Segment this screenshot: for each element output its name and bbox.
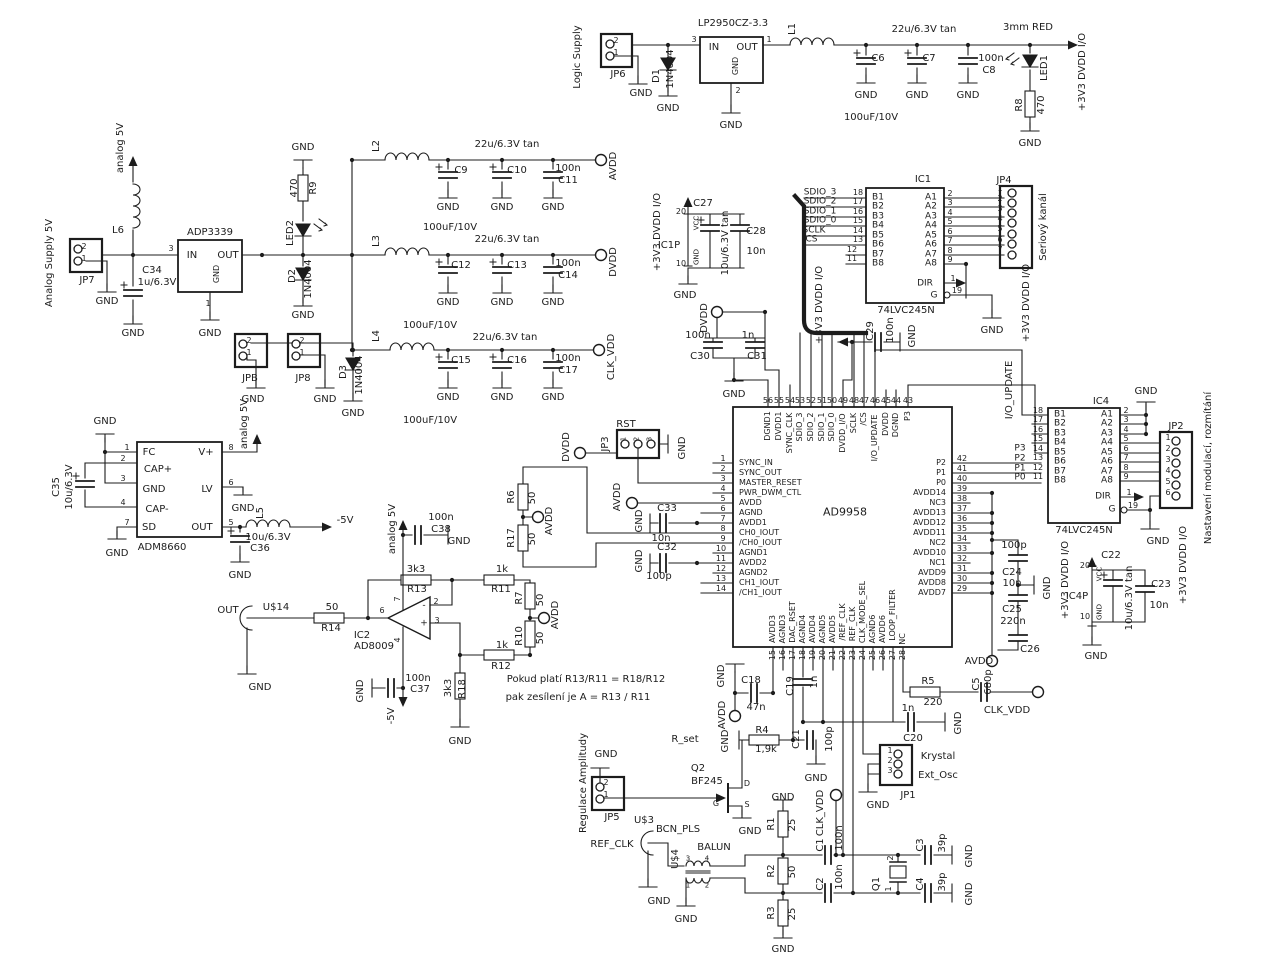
cap-c21 — [806, 730, 814, 750]
ic-adp3339 — [177, 239, 243, 293]
cap-c4 — [924, 883, 932, 903]
connector-jp2 — [1158, 430, 1194, 510]
cap-c25 — [1008, 594, 1028, 602]
opamp-section — [237, 519, 551, 728]
crystal-q1 — [889, 865, 907, 879]
cap-c20 — [907, 712, 915, 732]
ic-74lvc245n-ic1 — [865, 187, 945, 304]
terminal-dvdd — [573, 446, 587, 460]
diode-d3 — [344, 357, 362, 371]
ic-lp2950 — [699, 36, 764, 84]
resistor-r7 — [524, 582, 536, 610]
connector-jp1 — [878, 743, 914, 787]
resistor-r2 — [777, 857, 789, 885]
cap-c38 — [414, 525, 422, 545]
resistor-r8 — [1024, 90, 1036, 118]
analog-supply-section — [68, 152, 608, 402]
led1-icon — [1021, 54, 1039, 68]
terminal-clk-vdd — [592, 343, 606, 357]
resistor-r18 — [454, 672, 466, 700]
led2-icon — [294, 223, 312, 237]
cap-c1 — [824, 845, 832, 865]
cap-c31 — [745, 341, 765, 349]
resistor-r4 — [748, 734, 780, 746]
cap-c23 — [1135, 585, 1155, 593]
connector-jp8 — [286, 332, 322, 369]
cap-c19 — [793, 678, 813, 686]
bnc-refclk-u3 — [640, 830, 656, 856]
ic-ad9958 — [732, 406, 953, 648]
ic-74lvc245n-ic4 — [1047, 407, 1121, 524]
cap-c22 — [1103, 579, 1123, 587]
resistor-r11 — [483, 574, 515, 586]
balun-u4 — [685, 860, 711, 884]
terminal-avdd — [625, 496, 639, 510]
adm8660-section — [72, 433, 333, 563]
terminal-avdd — [985, 654, 999, 668]
connector-jp5 — [590, 775, 626, 812]
resistor-r14 — [313, 612, 345, 624]
opamp-ic2 — [386, 595, 431, 641]
resistor-r3 — [777, 899, 789, 927]
connector-jp7 — [68, 237, 104, 274]
ic-adm8660 — [136, 441, 223, 538]
cap-c5 — [980, 682, 988, 702]
terminal-dvdd — [710, 305, 724, 319]
terminal-clk-vdd — [829, 788, 843, 802]
connector-jp3 — [615, 428, 661, 460]
connector-jp4 — [998, 184, 1034, 270]
cap-c32 — [659, 553, 667, 573]
resistor-r5 — [909, 686, 941, 698]
cap-c30 — [703, 341, 723, 349]
inductor-l2 — [384, 152, 430, 161]
serial-bus-thick — [792, 193, 869, 336]
terminal-avdd — [594, 153, 608, 167]
bottom-section — [590, 646, 1045, 939]
ic4-section — [1031, 401, 1194, 646]
connector-jp6 — [599, 32, 634, 69]
cap-c29 — [874, 332, 882, 352]
resistor-r12 — [483, 649, 515, 661]
cap-c37 — [387, 678, 395, 698]
cap-c2 — [824, 883, 832, 903]
terminal-dvdd — [594, 248, 608, 262]
cap-c3 — [924, 845, 932, 865]
cap-c18 — [750, 683, 758, 703]
inductor-l1 — [789, 37, 835, 46]
terminal-clk-vdd — [1031, 685, 1045, 699]
resistor-r13 — [400, 574, 432, 586]
cap-c33 — [659, 513, 667, 533]
diode-d2 — [294, 267, 312, 281]
terminal-avdd — [537, 611, 551, 625]
bnc-out-u14 — [239, 605, 255, 631]
resistor-r17 — [517, 524, 529, 552]
ad9958-section — [732, 332, 1049, 668]
inductor-l6 — [132, 183, 141, 229]
inductor-l5 — [245, 519, 291, 528]
resistor-r9 — [297, 174, 309, 202]
logic-supply-section — [599, 32, 1079, 132]
resistor-r10 — [524, 620, 536, 648]
inductor-l3 — [384, 247, 430, 256]
inductor-l4 — [389, 342, 435, 351]
rst-termination-section — [517, 428, 734, 594]
cap-c24 — [1008, 554, 1028, 562]
resistor-r1 — [777, 810, 789, 838]
connector-jpb — [233, 332, 269, 369]
ic1-section — [792, 184, 1034, 336]
resistor-r6 — [517, 483, 529, 511]
terminal-avdd — [531, 510, 545, 524]
diode-d1 — [659, 57, 677, 71]
cap-c26 — [1008, 634, 1028, 642]
ic1p-section — [678, 196, 780, 408]
terminal-avdd — [728, 709, 742, 723]
